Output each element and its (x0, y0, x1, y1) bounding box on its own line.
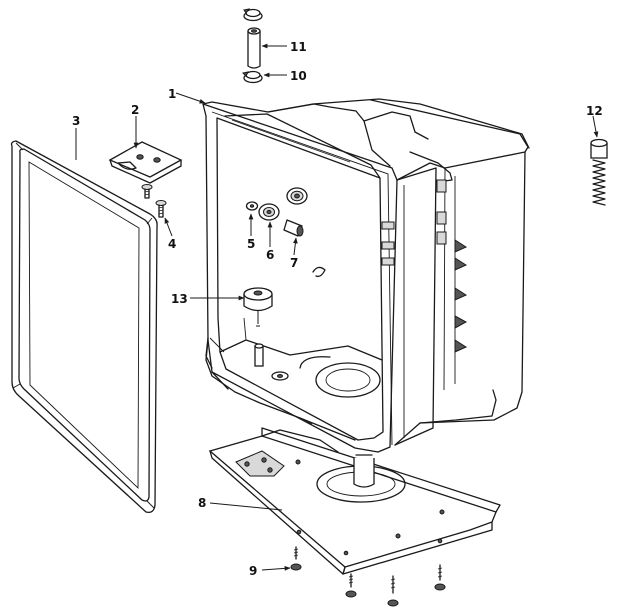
callout-8: 8 (198, 496, 206, 510)
mounting-bolt (283, 219, 304, 237)
base-plate (208, 427, 501, 575)
leader-lines (75, 43, 599, 571)
hinge-bracket (108, 141, 183, 184)
clamp-upper (243, 8, 263, 22)
spray-arm-support (243, 287, 273, 327)
callout-labels: 1 2 3 4 5 6 7 8 9 10 11 12 13 (72, 40, 603, 578)
hinge-screw (155, 200, 167, 218)
dishwasher-tub (202, 98, 530, 453)
callout-11: 11 (290, 40, 307, 54)
leg-screw (434, 564, 446, 591)
leg-screw (387, 575, 399, 607)
callout-13: 13 (171, 292, 188, 306)
callout-6: 6 (266, 248, 274, 262)
callout-12: 12 (586, 104, 603, 118)
callout-7: 7 (290, 256, 298, 270)
callout-4: 4 (168, 237, 176, 251)
leg-screw (345, 573, 357, 598)
door-gasket (10, 140, 158, 513)
callout-9: 9 (249, 564, 257, 578)
bracket-screw (141, 184, 153, 199)
callout-1: 1 (168, 87, 176, 101)
base-screw (290, 546, 302, 571)
wash-arm-bearing (258, 203, 280, 221)
callout-10: 10 (290, 69, 307, 83)
callout-2: 2 (131, 103, 139, 117)
spring-fitting (590, 138, 608, 206)
washer (245, 201, 259, 211)
hose-clamp (241, 70, 263, 84)
callout-5: 5 (247, 237, 255, 251)
callout-3: 3 (72, 114, 80, 128)
retainer-nut (286, 187, 308, 205)
hose-connector (247, 27, 261, 69)
